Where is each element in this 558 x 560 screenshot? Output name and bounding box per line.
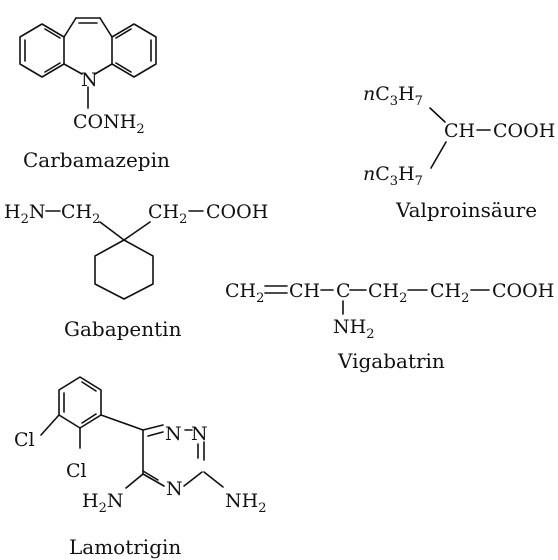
vigabatrin-structure: CH2 CH C CH2 CH2 COOH NH2 Vigabatrin: [225, 280, 554, 373]
valproinsaeure-structure: nC3H7 CH COOH nC3H7 Valproinsäure: [363, 83, 555, 222]
valproinsaeure-name: Valproinsäure: [395, 198, 537, 222]
vigabatrin-ch2-a: CH2: [368, 280, 407, 306]
vigabatrin-name: Vigabatrin: [337, 349, 445, 373]
carbamazepin-bonds: [19, 17, 157, 109]
lamotrigin-bonds: [40, 376, 224, 489]
gabapentin-cooh: COOH: [206, 201, 268, 223]
vigabatrin-cooh: COOH: [492, 280, 554, 302]
vigabatrin-ch: CH: [289, 280, 320, 302]
lamotrigin-structure: Cl Cl N N N H2N NH2 Lamotrigin: [14, 376, 266, 559]
vigabatrin-ch2-b: CH2: [430, 280, 469, 306]
carbamazepin-conh2-group: CONH2: [73, 111, 145, 137]
lamotrigin-name: Lamotrigin: [69, 535, 181, 559]
gabapentin-ch2-right: CH2: [148, 201, 187, 227]
lamotrigin-n-3: N: [166, 478, 183, 500]
lamotrigin-amine-left: H2N: [82, 490, 123, 516]
valproinsaeure-upper-bond: [429, 107, 446, 123]
valproinsaeure-cooh: COOH: [493, 120, 555, 142]
lamotrigin-cl-2: Cl: [66, 460, 87, 482]
gabapentin-amine: H2N: [4, 201, 45, 227]
lamotrigin-cl-1: Cl: [14, 429, 35, 451]
gabapentin-bonds: [94, 221, 154, 300]
valproinsaeure-ch: CH: [444, 120, 475, 142]
gabapentin-structure: H2N CH2 CH2 COOH Gabapentin: [4, 201, 268, 341]
carbamazepin-structure: N CONH2 Carbamazepin: [19, 17, 170, 172]
vigabatrin-c: C: [336, 280, 351, 302]
vigabatrin-ch2-vinyl: CH2: [225, 280, 264, 306]
vigabatrin-nh2: NH2: [333, 316, 374, 342]
carbamazepin-n-atom: N: [81, 69, 98, 91]
valproinsaeure-lower-bond: [430, 141, 447, 169]
carbamazepin-name: Carbamazepin: [23, 148, 170, 172]
gabapentin-name: Gabapentin: [64, 317, 182, 341]
valproinsaeure-chain-bottom: nC3H7: [363, 163, 423, 189]
gabapentin-ch2-left: CH2: [61, 201, 100, 227]
valproinsaeure-chain-top: nC3H7: [363, 83, 423, 109]
lamotrigin-n-1: N: [165, 423, 182, 445]
lamotrigin-n-2: N: [191, 423, 208, 445]
lamotrigin-amine-right: NH2: [225, 490, 266, 516]
